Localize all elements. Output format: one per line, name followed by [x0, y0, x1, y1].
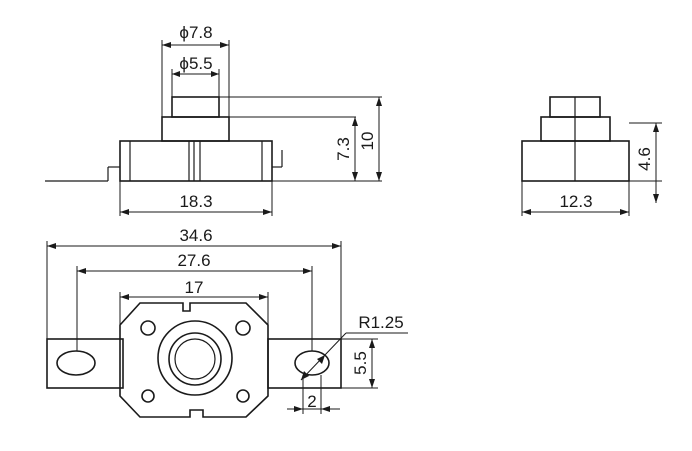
dim-label-10: 10 — [358, 132, 377, 151]
dim-label-18-3: 18.3 — [179, 192, 212, 211]
plan-view: 34.6 27.6 17 R1.25 5.5 2 — [46, 226, 408, 418]
dim-label-17: 17 — [185, 278, 204, 297]
dim-label-27-6: 27.6 — [177, 251, 210, 270]
front-view: ϕ7.8 ϕ5.5 7.3 10 18.3 — [45, 23, 382, 216]
dim-label-12-3: 12.3 — [559, 192, 592, 211]
dim-label-2: 2 — [307, 392, 316, 411]
dim-label-phi-5-5: ϕ5.5 — [179, 54, 212, 73]
dim-label-4-6: 4.6 — [635, 147, 654, 171]
dim-label-r1-25: R1.25 — [358, 313, 403, 332]
dim-label-34-6: 34.6 — [179, 226, 212, 245]
dim-label-phi-7-8: ϕ7.8 — [179, 23, 212, 42]
dim-label-7-3: 7.3 — [334, 137, 353, 161]
dim-label-5-5: 5.5 — [351, 351, 370, 375]
side-view: 4.6 12.3 — [521, 96, 662, 216]
